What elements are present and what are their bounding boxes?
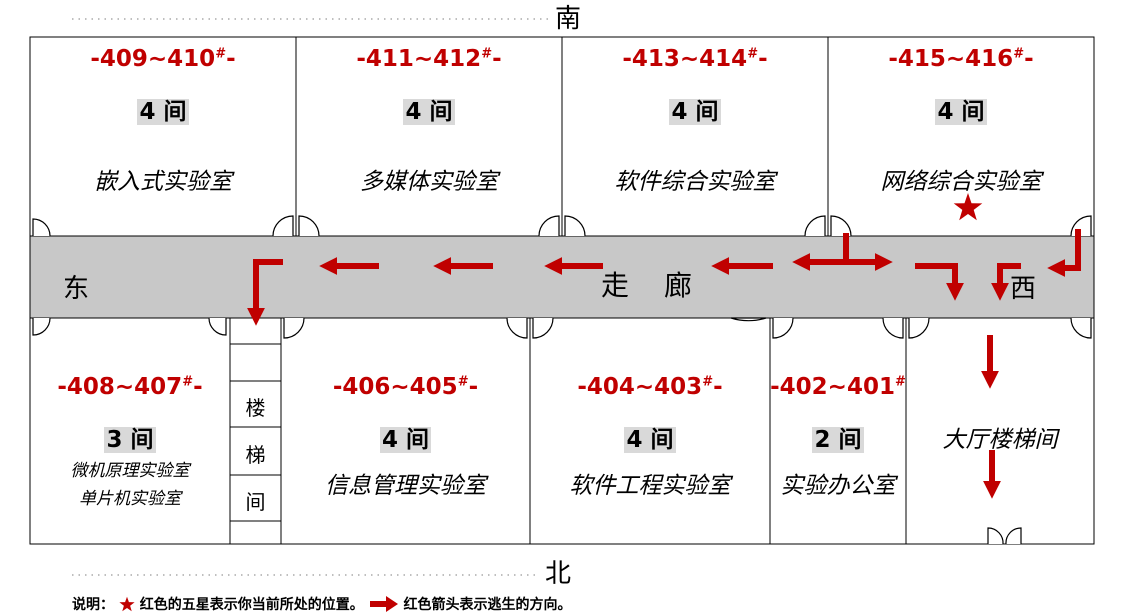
room-name: 嵌入式实验室 — [94, 169, 232, 195]
room-411-412 — [295, 36, 563, 237]
door-icon — [1070, 317, 1092, 339]
room-count: 2 间 — [812, 427, 864, 453]
door-icon — [908, 317, 930, 339]
arrow-icon — [247, 259, 283, 326]
top-rooms — [29, 36, 1095, 237]
room-number: -402~401# — [770, 374, 906, 400]
stairwell-char: 梯 — [245, 443, 266, 467]
corridor-label-left: 走 — [601, 269, 630, 302]
legend: 说明： 红色的五星表示你当前所处的位置。 红色箭头表示逃生的方向。 — [72, 594, 572, 614]
room-number: -411~412#- — [356, 46, 502, 72]
room-name: 实验办公室 — [780, 473, 896, 499]
door-icon — [564, 215, 586, 237]
hall-stairwell — [905, 317, 1095, 545]
room-413-414 — [561, 36, 829, 237]
door-icon — [298, 215, 320, 237]
star-icon — [953, 193, 983, 221]
hall-stairwell-label: 大厅楼梯间 — [942, 427, 1058, 453]
star-icon — [119, 596, 135, 612]
door-icon — [987, 527, 1004, 545]
legend-arrow-text: 红色箭头表示逃生的方向。 — [403, 597, 572, 613]
door-icon — [32, 317, 51, 336]
door-icon — [283, 317, 305, 339]
room-number: -406~405#- — [332, 374, 479, 400]
room-number: -415~416#- — [888, 46, 1034, 72]
arrow-icon — [369, 596, 398, 612]
door-icon — [804, 215, 826, 237]
stairwell-char: 楼 — [245, 396, 266, 420]
door-icon — [208, 317, 227, 336]
room-count: 4 间 — [624, 427, 676, 453]
room-count: 4 间 — [137, 99, 189, 125]
legend-star-text: 红色的五星表示你当前所处的位置。 — [139, 597, 364, 613]
stairwell — [229, 317, 282, 545]
room-number: -409~410#- — [90, 46, 236, 72]
arrow-icon — [1047, 229, 1081, 277]
arrow-icon — [991, 263, 1021, 301]
door-icon — [1005, 527, 1022, 545]
compass-north: 北 — [545, 559, 572, 589]
door-icon — [830, 215, 852, 237]
room-number: -404~403#- — [577, 374, 723, 400]
door-icon — [32, 218, 51, 237]
room-name: 信息管理实验室 — [325, 473, 486, 499]
room-name: 单片机实验室 — [79, 489, 181, 509]
escape-arrows — [247, 229, 1081, 499]
room-name: 微机原理实验室 — [70, 461, 190, 481]
room-count: 3 间 — [104, 427, 156, 453]
room-name: 多媒体实验室 — [360, 169, 498, 195]
room-number: -408~407#- — [57, 374, 203, 400]
door-icon — [882, 317, 904, 339]
stair-steps — [230, 343, 281, 522]
room-name: 软件综合实验室 — [614, 169, 776, 195]
room-409-410 — [29, 36, 297, 237]
door-icon — [538, 215, 560, 237]
room-number: -413~414#- — [622, 46, 768, 72]
room-count: 4 间 — [379, 427, 431, 453]
arrow-icon — [915, 263, 964, 301]
room-count: 4 间 — [935, 99, 987, 125]
room-count: 4 间 — [403, 99, 455, 125]
room-count: 4 间 — [669, 99, 721, 125]
stairwell-char: 间 — [245, 490, 266, 514]
door-icon — [272, 215, 294, 237]
door-icon — [532, 317, 554, 339]
door-icon — [730, 317, 767, 322]
corridor — [29, 235, 1095, 319]
compass-west: 西 — [1010, 274, 1037, 304]
room-name: 软件工程实验室 — [569, 473, 731, 499]
door-icon — [772, 317, 794, 339]
compass-east: 东 — [63, 274, 90, 304]
door-icon — [506, 317, 528, 339]
door-swings — [32, 215, 1092, 545]
corridor-label-right: 廊 — [664, 269, 693, 302]
room-name: 网络综合实验室 — [880, 169, 1042, 195]
legend-prefix: 说明： — [72, 597, 114, 613]
room-415-416 — [827, 36, 1095, 237]
compass-south: 南 — [555, 4, 582, 34]
